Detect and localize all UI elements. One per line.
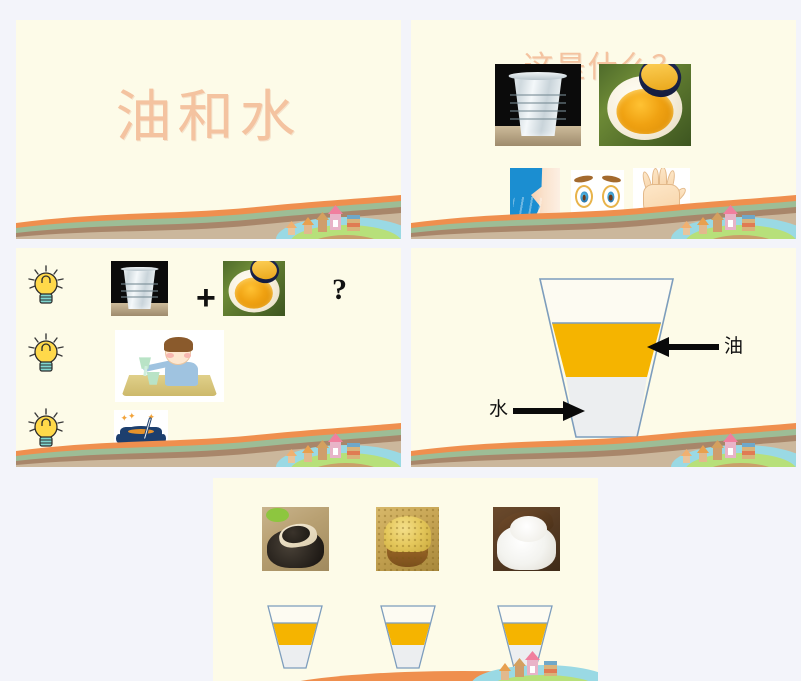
beaker-3 [496, 603, 554, 671]
white-rice-photo [493, 507, 560, 571]
arrow-left [647, 336, 719, 358]
yellow-millet-photo [376, 507, 439, 571]
bowl-of-oil-photo [223, 261, 285, 316]
boy-pouring-photo [115, 330, 224, 402]
hand-touch-icon [633, 168, 690, 220]
slide-title[interactable]: 油和水 [16, 20, 401, 239]
nose-smell-icon [510, 168, 560, 220]
question-mark: ? [332, 273, 347, 306]
bowl-of-oil-photo [599, 64, 691, 146]
castle-hill-decoration [16, 421, 401, 467]
slide-what-is-this[interactable]: 这是什么？ [411, 20, 796, 239]
plus-sign: + [196, 279, 216, 317]
cup-of-water-photo [495, 64, 581, 146]
eyes-look-icon [571, 170, 624, 218]
beaker-1 [266, 603, 324, 671]
water-label: 水 [489, 398, 509, 420]
cooking-pot-photo: ✦ ✦ ✦ [114, 410, 168, 467]
lightbulb-icon [24, 406, 68, 452]
slide-steps[interactable]: + ? [16, 248, 401, 467]
oil-label: 油 [724, 335, 744, 357]
castle-hill-decoration [16, 193, 401, 239]
cup-of-water-photo [111, 261, 168, 316]
page-title: 油和水 [115, 85, 302, 150]
lightbulb-icon [24, 331, 68, 377]
lightbulb-icon [24, 263, 68, 309]
slide-beaker-diagram[interactable]: 油 水 [411, 248, 796, 467]
arrow-right [513, 400, 585, 422]
beaker-oil-water [534, 273, 679, 443]
black-sesame-photo [262, 507, 329, 571]
slide-grains[interactable] [213, 478, 598, 681]
beaker-2 [379, 603, 437, 671]
